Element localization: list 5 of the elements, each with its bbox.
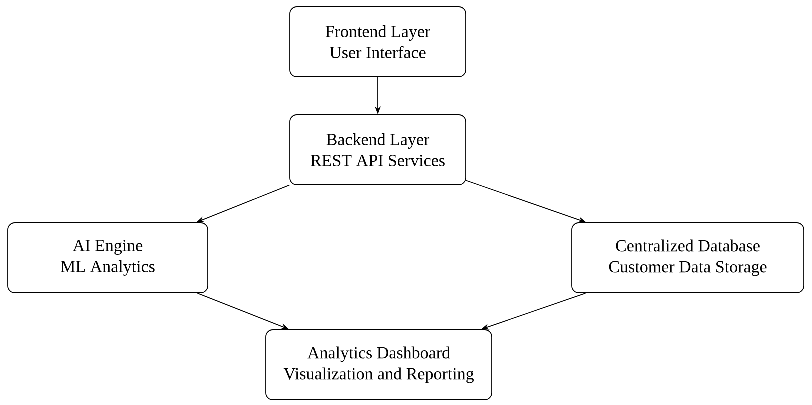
layer-box: Backend Layer REST API Services — [290, 114, 466, 186]
layer-box: Analytics Dashboard Visualization and Reporting — [266, 330, 492, 400]
layer-box: Centralized Database Customer Data Storage — [572, 222, 804, 294]
layer-box: AI Engine ML Analytics — [8, 222, 208, 294]
layer-box: Frontend Layer User Interface — [290, 6, 466, 78]
